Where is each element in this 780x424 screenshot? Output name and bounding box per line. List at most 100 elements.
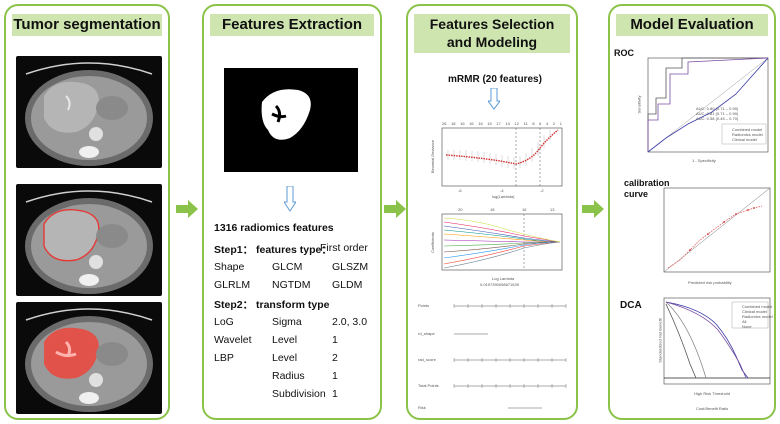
panel-title: Features Selection and Modeling: [414, 14, 570, 53]
transform-cell: LBP: [214, 352, 234, 364]
transform-cell: 2: [332, 352, 338, 364]
down-arrow-icon: [488, 88, 500, 110]
panel-tumor-segmentation: Tumor segmentation: [4, 4, 170, 420]
roc-xlabel: 1 - Specificity: [692, 158, 716, 163]
roc-auc-text: AUC: 0.80 (0.71 – 0.90): [696, 106, 739, 111]
feature-type-cell: GLRLM: [214, 279, 251, 291]
roc-chart: AUC: 0.80 (0.71 – 0.90) AUC: 0.81 (0.71 …: [636, 54, 774, 166]
dca-legend-item: None: [742, 324, 752, 329]
top-tick: 8: [532, 121, 535, 126]
nomogram-row-label: Total Points: [418, 383, 439, 388]
ct-image-original: [16, 56, 162, 168]
panel-features-selection: Features Selection and Modeling mRMR (20…: [406, 4, 578, 420]
dca-label: DCA: [620, 300, 642, 311]
transform-cell: 1: [332, 334, 338, 346]
top-tick: 19: [487, 121, 492, 126]
transform-cell: 1: [332, 388, 338, 400]
panel-model-evaluation: Model Evaluation ROC AUC: 0.80 (0.71 – 0…: [608, 4, 776, 420]
coef-xlabel: Log Lambda: [492, 276, 515, 281]
dca-legend-item: Clinical model: [742, 309, 767, 314]
roc-label: ROC: [614, 48, 634, 58]
lasso-ylabel: Binomial Deviance: [430, 139, 436, 174]
panel-title: Model Evaluation: [616, 14, 768, 36]
calibration-label-line2: curve: [624, 189, 649, 199]
total-features-label: 1316 radiomics features: [214, 222, 334, 234]
mrmr-label: mRMR (20 features): [448, 74, 542, 85]
transform-cell: 1: [332, 370, 338, 382]
roc-ylabel: Sensitivity: [636, 95, 642, 114]
roc-legend-item: Radiomics model: [732, 132, 763, 137]
roc-auc-text: AUC: 0.58 (0.45 – 0.70): [696, 116, 739, 121]
nomogram-row-label: rd_shape: [418, 331, 435, 336]
coef-top-tick: 18: [490, 207, 495, 212]
feature-type-cell: GLDM: [332, 279, 363, 291]
flow-arrow-icon: [384, 200, 406, 218]
coef-top-tick: 13: [550, 207, 555, 212]
panel-features-extraction: Features Extraction 1316 radiomics featu…: [202, 4, 382, 420]
segmentation-mask-image: [224, 68, 358, 172]
dca-legend-item: All: [742, 319, 747, 324]
nomogram-row-label: Points: [418, 303, 430, 308]
dca-legend-item: Combined model: [742, 304, 773, 309]
ct-image-contour: [16, 184, 162, 296]
roc-legend-item: Combined model: [732, 127, 763, 132]
transform-cell: Sigma: [272, 316, 302, 328]
ct-image-mask: [16, 302, 162, 414]
coef-top-tick: 16: [522, 207, 527, 212]
nomogram-row-label: rad_score: [418, 357, 436, 362]
transform-cell: Subdivision: [272, 388, 326, 400]
calibration-xlabel: Predicted risk probability: [688, 280, 732, 285]
dca-cost-benefit: Cost:Benefit Ratio: [696, 406, 729, 411]
lasso-x-tick: -4: [500, 188, 504, 193]
top-tick: 11: [523, 121, 528, 126]
down-arrow-icon: [284, 186, 296, 212]
panel-title: Tumor segmentation: [12, 14, 162, 36]
dca-legend-item: Radiomics model: [742, 314, 773, 319]
lasso-x-tick: -2: [540, 188, 544, 193]
top-tick: 26: [442, 121, 447, 126]
transform-cell: Radius: [272, 370, 305, 382]
nomogram-chart: Points rd_shape rad_score Total Points R…: [416, 298, 572, 414]
panel-title-line2: and Modeling: [446, 34, 538, 50]
lasso-deviance-chart: 26 18 16 16 16 19 17 14 12 11 8 6 4 2 1 …: [428, 120, 568, 200]
top-tick: 16: [460, 121, 465, 126]
top-tick: 18: [451, 121, 456, 126]
top-tick: 16: [469, 121, 474, 126]
coef-top-tick: 20: [458, 207, 463, 212]
roc-legend-item: Clinical model: [732, 137, 757, 142]
coef-ylabel: Coefficients: [429, 232, 435, 253]
nomogram-row-label: Risk: [418, 405, 426, 410]
top-tick: 6: [539, 121, 542, 126]
top-tick: 16: [478, 121, 483, 126]
panel-title: Features Extraction: [210, 14, 374, 36]
feature-type-cell: Shape: [214, 261, 245, 273]
step1-value: First order: [320, 242, 368, 254]
feature-type-cell: GLCM: [272, 261, 303, 273]
lasso-x-tick: -6: [458, 188, 462, 193]
flow-arrow-icon: [176, 200, 198, 218]
calibration-label-line1: calibration: [624, 178, 670, 188]
top-tick: 14: [505, 121, 510, 126]
feature-type-cell: NGTDM: [272, 279, 311, 291]
transform-cell: LoG: [214, 316, 234, 328]
dca-ylabel: Standardized Net Benefit: [657, 318, 663, 363]
lasso-xlabel: log(Lambda): [492, 194, 515, 199]
calibration-chart: Predicted risk probability: [650, 184, 774, 288]
roc-auc-text: AUC: 0.81 (0.71 – 0.90): [696, 111, 739, 116]
dca-chart: Combined model Clinical model Radiomics …: [650, 294, 774, 418]
transform-cell: 2.0, 3.0: [332, 316, 368, 328]
top-tick: 12: [514, 121, 519, 126]
top-tick: 17: [496, 121, 501, 126]
transform-cell: Level: [272, 334, 298, 346]
lasso-coefficient-chart: 20 18 16 13 Coefficients Log Lambda 0.01…: [428, 206, 568, 290]
transform-cell: Wavelet: [214, 334, 252, 346]
top-tick: 1: [559, 121, 562, 126]
lasso-top-ticks: 26 18 16 16 16 19 17 14 12 11 8 6 4 2 1: [442, 121, 562, 126]
coef-xsub: 0.0197390098671639: [480, 282, 519, 287]
top-tick: 2: [552, 121, 556, 126]
feature-type-cell: GLSZM: [332, 261, 369, 273]
step1-label: Step1： features type：: [214, 244, 332, 256]
transform-cell: Level: [272, 352, 298, 364]
flow-arrow-icon: [582, 200, 604, 218]
panel-title-line1: Features Selection: [429, 16, 555, 32]
